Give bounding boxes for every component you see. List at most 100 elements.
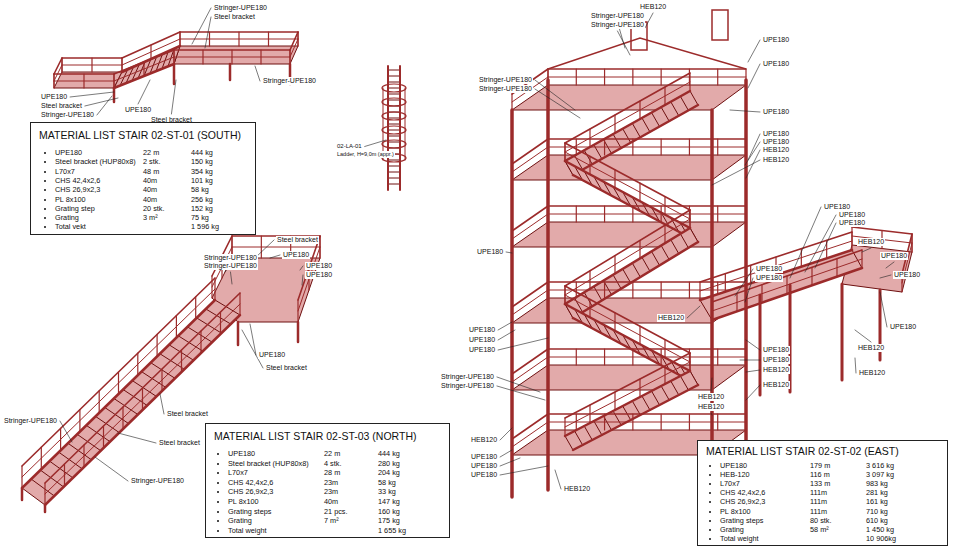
table-cell: CHS 26,9x2,3	[55, 185, 100, 194]
rail-post	[176, 316, 177, 338]
rail-post	[836, 259, 837, 277]
rail-post	[589, 129, 590, 147]
callout-label: UPE180	[468, 326, 496, 334]
table-cell: 444 kg	[378, 449, 400, 458]
leader-line	[118, 433, 156, 443]
rail-post	[99, 391, 100, 413]
bullet-dot	[44, 152, 46, 154]
table-cell: 983 kg	[866, 479, 888, 488]
callout-label: HEB120	[563, 485, 591, 493]
rail-post	[53, 74, 54, 88]
bullet-dot	[44, 180, 46, 182]
bullet-dot	[44, 189, 46, 191]
leader-line	[711, 378, 713, 391]
callout-label: UPE180	[762, 60, 790, 68]
rail-post	[195, 297, 196, 319]
bullet-dot	[709, 465, 711, 467]
material-list-box: MATERIAL LIST STAIR 02-ST-02 (EAST)UPE18…	[697, 440, 948, 546]
stair-step	[31, 479, 54, 496]
rail-post	[639, 240, 640, 258]
rail-post	[632, 69, 633, 85]
leader-line	[535, 89, 580, 118]
table-cell: 152 kg	[191, 204, 213, 213]
ladder-rung	[388, 88, 400, 89]
table-cell: 58 kg	[378, 478, 396, 487]
leader-line	[745, 142, 760, 165]
column	[510, 110, 514, 497]
table-cell: CHS 26,9x2,3	[228, 487, 273, 496]
table-cell: 28 m	[324, 468, 340, 477]
bullet-dot	[217, 520, 219, 522]
table-cell: L70x7	[55, 167, 75, 176]
table-cell: 116 m	[810, 470, 830, 479]
rail-post	[173, 50, 174, 64]
bullet-dot	[709, 483, 711, 485]
rail-post	[661, 349, 662, 365]
rail-post	[639, 379, 640, 397]
leader-line	[138, 80, 150, 104]
callout-label: UPE180	[282, 251, 310, 259]
column	[744, 80, 748, 492]
bullet-dot	[44, 217, 46, 219]
leader-line	[855, 330, 871, 342]
ladder-rung	[388, 172, 400, 173]
rail-post	[289, 50, 290, 64]
table-cell: 175 kg	[378, 516, 400, 525]
column	[113, 88, 116, 102]
rail-post	[83, 74, 84, 88]
handrail	[512, 349, 548, 374]
rail-post	[689, 414, 690, 430]
leader-line	[746, 370, 760, 372]
stringer	[22, 300, 215, 488]
stair-step	[642, 118, 650, 132]
callout-label: UPE180	[880, 252, 908, 260]
table-cell: CHS 42,4x2,6	[720, 488, 765, 497]
leader-line	[617, 31, 630, 55]
callout-label: UPE180	[762, 36, 790, 44]
leader-line	[535, 80, 575, 110]
ladder-cage-hoop	[382, 84, 406, 92]
callout-label: Steel bracket	[40, 102, 83, 110]
rail-post	[200, 331, 201, 353]
table-cell: 179 m	[810, 461, 830, 470]
table-cell: 40m	[143, 176, 157, 185]
callout-label: HEB120	[857, 238, 885, 246]
table-cell: UPE180	[228, 449, 255, 458]
leader-line	[746, 385, 760, 400]
leader-line	[497, 377, 540, 392]
leader-line	[506, 252, 512, 253]
leader-line	[497, 386, 545, 400]
rail-post	[576, 349, 577, 365]
callout-label: HEB120	[762, 156, 790, 164]
table-cell: 10 906kg	[866, 534, 896, 543]
table-cell: 354 kg	[191, 167, 213, 176]
handrail	[548, 138, 746, 140]
leader-line	[855, 358, 856, 373]
rail-post	[725, 274, 726, 292]
knee-rail	[232, 247, 320, 248]
leader-line	[790, 207, 821, 278]
table-cell: 204 kg	[378, 468, 400, 477]
callout-label: Steel bracket	[276, 236, 319, 244]
knee-rail	[114, 57, 174, 81]
rail-post	[589, 271, 590, 289]
table-cell: 1 596 kg	[191, 222, 219, 231]
table-cell: CHS 26,9x2,3	[720, 497, 765, 506]
table-cell: Grating steps	[720, 516, 763, 525]
handrail	[548, 413, 746, 415]
knee-rail	[512, 214, 548, 239]
ladder-cage-hoop	[382, 112, 406, 120]
ladder-rung	[388, 118, 400, 119]
leader-line	[500, 450, 512, 457]
callout-label: Steel bracket	[158, 439, 201, 447]
stair-step	[671, 381, 679, 395]
leader-line	[815, 223, 836, 268]
callout-label: Stringer-UPE180	[440, 373, 495, 381]
knee-rail	[512, 422, 548, 447]
stringer	[565, 371, 690, 436]
leader-line	[805, 215, 836, 272]
rail-post	[143, 62, 144, 76]
rail-post	[319, 236, 320, 258]
bullet-dot	[217, 453, 219, 455]
stair-step	[652, 391, 660, 405]
